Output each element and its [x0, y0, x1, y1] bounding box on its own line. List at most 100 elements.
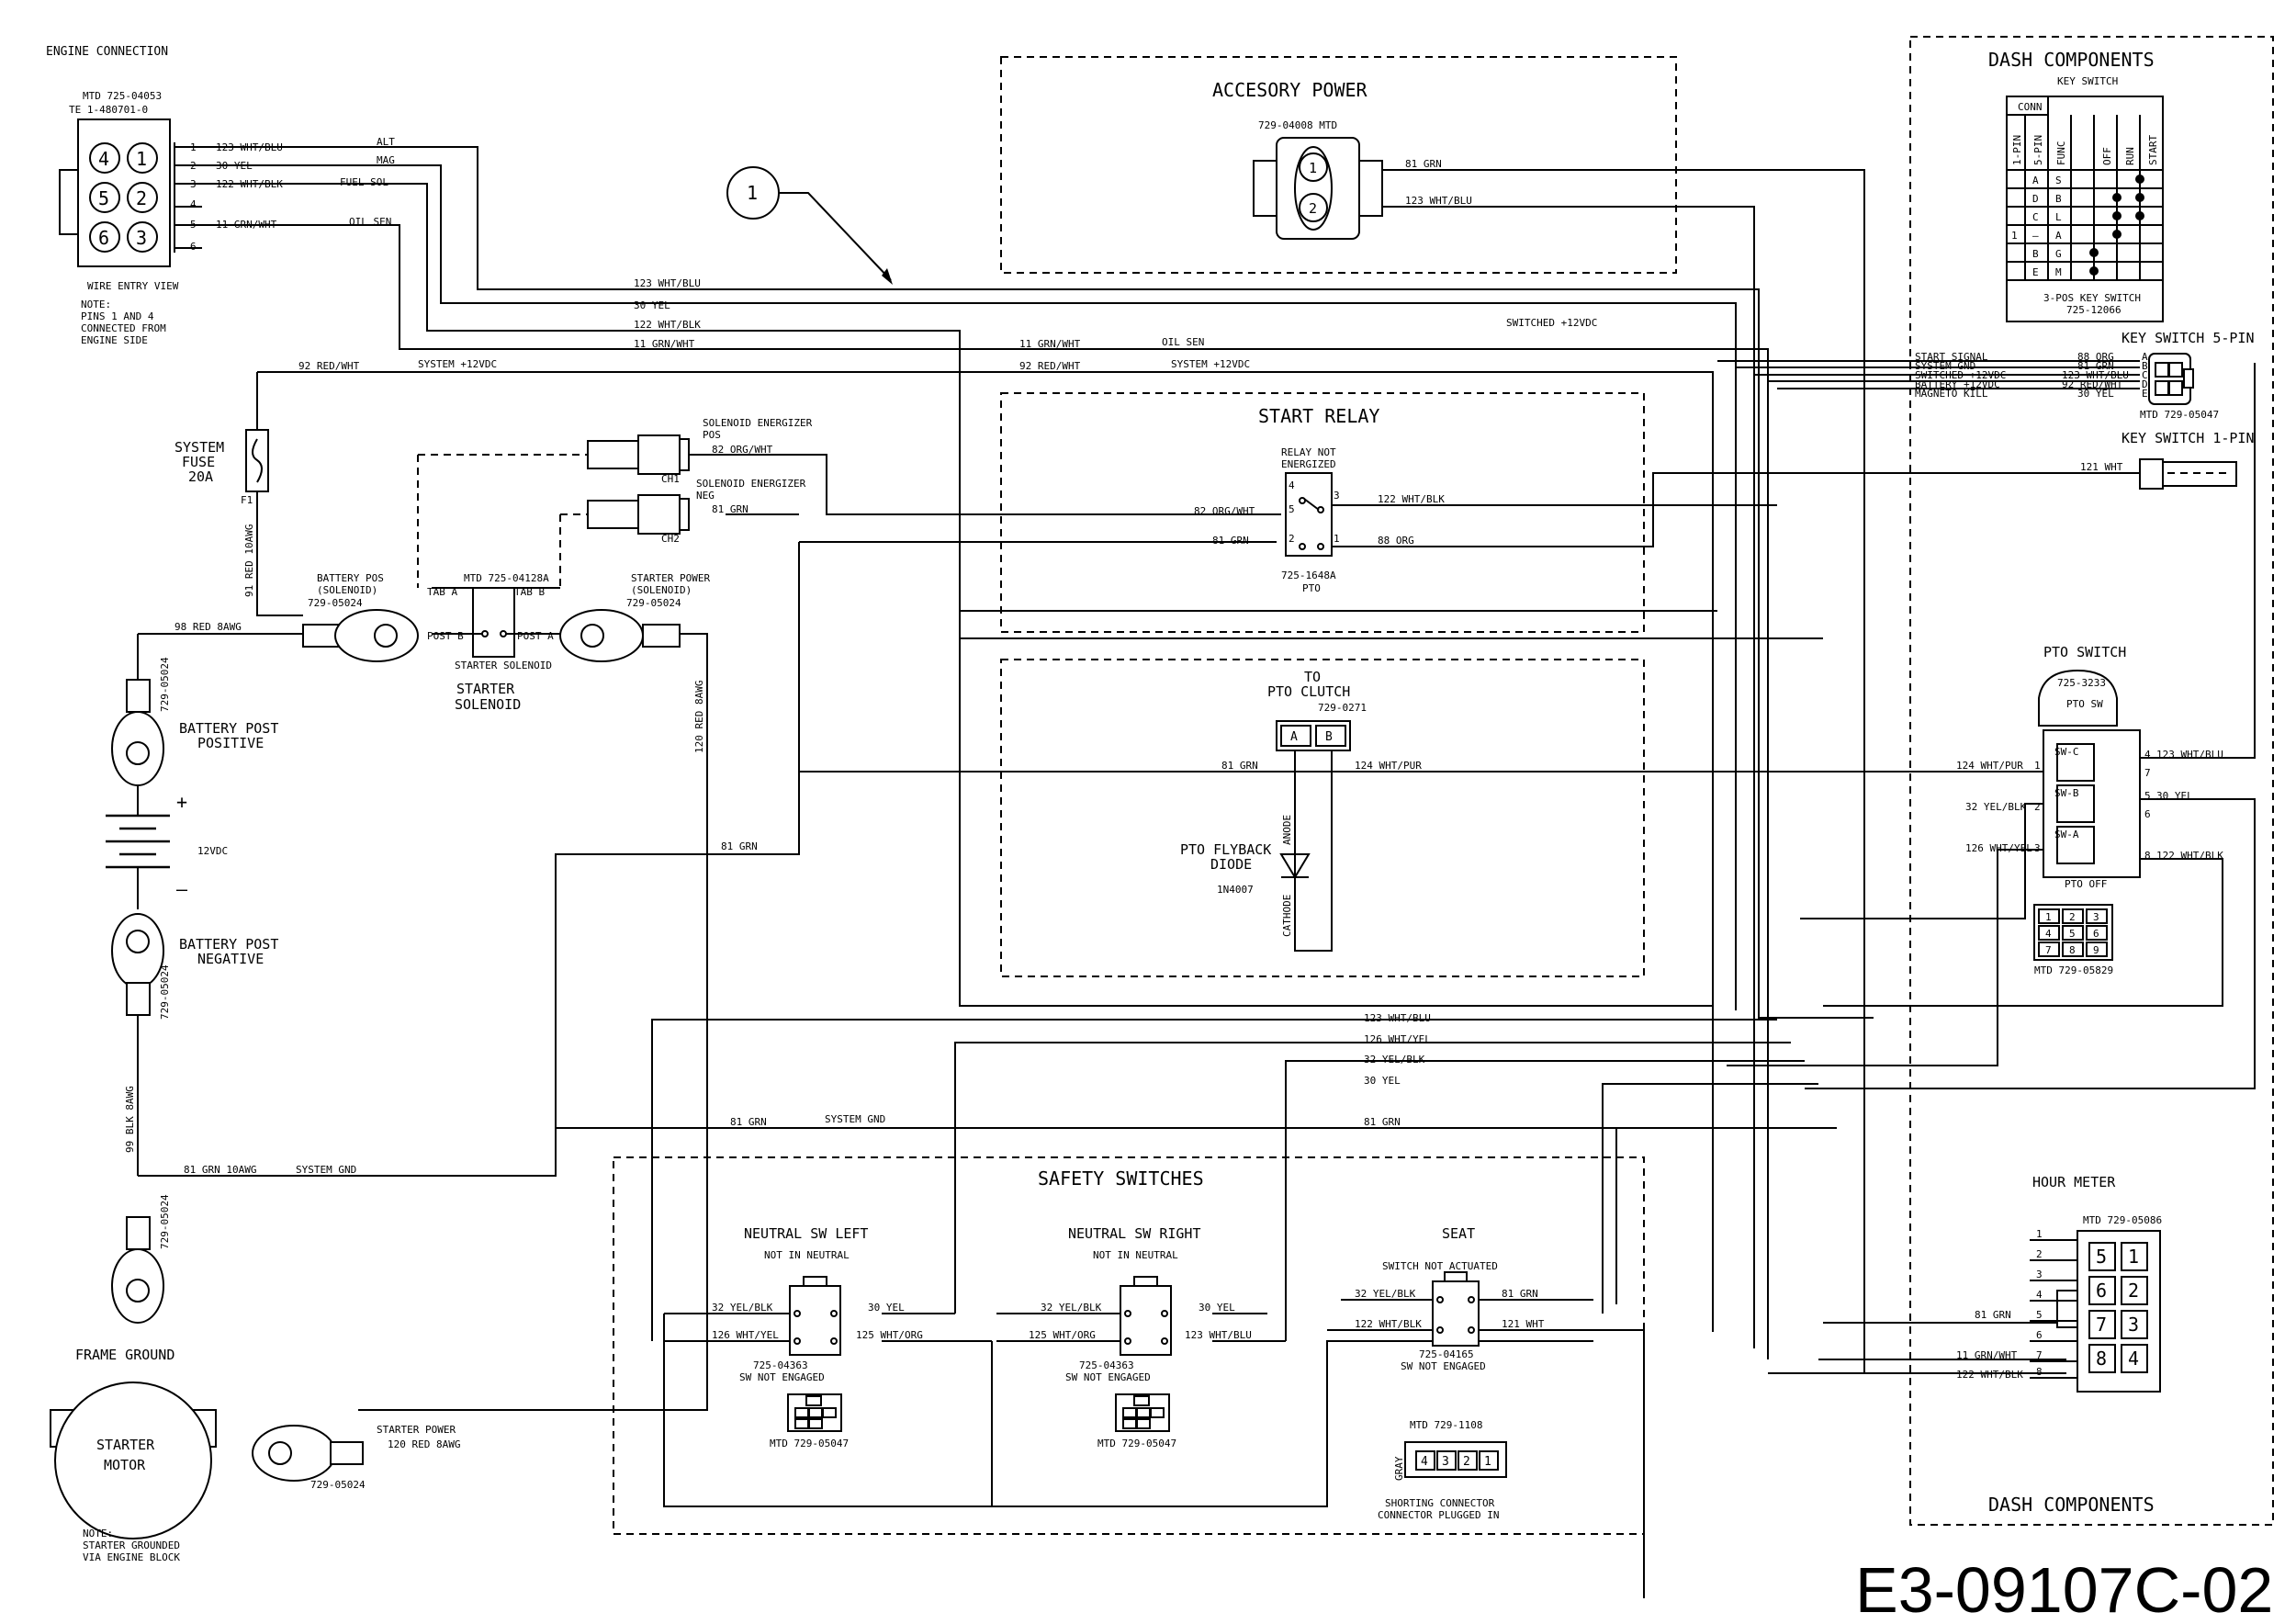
svg-text:3: 3	[190, 178, 197, 190]
wire-label: 92 RED/WHT	[298, 360, 360, 372]
switch-part: 725-04363	[753, 1359, 808, 1371]
wire-label: SYSTEM GND	[825, 1113, 885, 1125]
svg-text:1: 1	[1484, 1455, 1491, 1469]
neutral-left-sub: NOT IN NEUTRAL	[764, 1249, 850, 1261]
svg-text:MAGNETO KILL: MAGNETO KILL	[1915, 388, 1988, 400]
seat-state: SW NOT ENGAGED	[1401, 1360, 1486, 1372]
svg-text:1: 1	[2128, 1246, 2139, 1268]
relay-symbol	[1285, 472, 1333, 557]
svg-text:8: 8	[2096, 1348, 2107, 1370]
engine-note: NOTE:	[81, 299, 111, 310]
key-table-header: OFF	[2101, 147, 2113, 165]
wire-label: 91 RED 10AWG	[243, 524, 255, 597]
battery-post-label: BATTERY POST	[179, 720, 278, 737]
pto-clutch-box	[1000, 659, 1645, 977]
shorting-label: CONNECTOR PLUGGED IN	[1378, 1509, 1499, 1521]
wire-label: 124 WHT/PUR	[1956, 760, 2023, 772]
svg-text:9: 9	[2093, 944, 2099, 956]
wire-label: 98 RED 8AWG	[174, 621, 242, 633]
key-part: 725-12066	[2066, 304, 2122, 316]
starter-power-terminal	[559, 609, 681, 662]
anode-label: ANODE	[1281, 815, 1293, 845]
starter-motor-label: MOTOR	[104, 1457, 146, 1473]
wire-label: 81 GRN	[730, 1116, 767, 1128]
solenoid-part: MTD 725-04128A	[464, 572, 549, 584]
svg-text:81 GRN: 81 GRN	[2077, 360, 2114, 372]
battery-pos-label: (SOLENOID)	[317, 584, 377, 596]
pto-clutch-title: PTO CLUTCH	[1267, 683, 1350, 700]
svg-text:4: 4	[2036, 1289, 2043, 1301]
svg-text:1: 1	[2011, 230, 2018, 242]
pto-clutch-connector: A B	[1276, 720, 1351, 751]
svg-text:30 YEL: 30 YEL	[2077, 388, 2114, 400]
battery-post-label: BATTERY POST	[179, 936, 278, 953]
relay-pin: 1	[1334, 533, 1340, 545]
svg-text:1: 1	[2036, 1228, 2043, 1240]
battery-post-label: POSITIVE	[197, 735, 264, 751]
engine-pin: 4	[98, 148, 109, 170]
plug-part: MTD 729-05047	[770, 1438, 849, 1449]
svg-text:3: 3	[2036, 1269, 2043, 1280]
relay-state: ENERGIZED	[1281, 458, 1336, 470]
wire-label: 122 WHT/BLK	[1355, 1318, 1422, 1330]
ring-part: 729-05024	[159, 964, 171, 1020]
pin-label: 3	[2034, 842, 2041, 854]
ring-part: 729-05024	[159, 657, 171, 712]
wire-label: 123 WHT/BLU	[1185, 1329, 1252, 1341]
wire-label: 123 WHT/BLU	[634, 277, 701, 289]
svg-text:B: B	[2055, 193, 2062, 205]
wire-label: 30 YEL	[2156, 790, 2193, 802]
battery-voltage: 12VDC	[197, 845, 228, 857]
wire-label: 32 YEL/BLK	[1355, 1288, 1416, 1300]
svg-text:1: 1	[1309, 160, 1317, 176]
svg-text:—: —	[2032, 230, 2039, 242]
wire-label: 81 GRN	[1212, 535, 1249, 547]
svg-text:L: L	[2055, 211, 2062, 223]
wire-label: 82 ORG/WHT	[1194, 505, 1255, 517]
engine-view: WIRE ENTRY VIEW	[87, 280, 179, 292]
wire-label: 32 YEL/BLK	[1041, 1302, 1102, 1314]
pto-knob	[2038, 669, 2118, 727]
svg-text:MAG: MAG	[377, 154, 395, 166]
svg-text:M: M	[2055, 266, 2062, 278]
wire-label: 124 WHT/PUR	[1355, 760, 1422, 772]
svg-text:E: E	[2142, 388, 2148, 400]
wire-label: 99 BLK 8AWG	[124, 1086, 136, 1153]
key-part: 3-POS KEY SWITCH	[2043, 292, 2141, 304]
starter-terminal	[252, 1425, 364, 1482]
svg-text:SWITCHED +12VDC: SWITCHED +12VDC	[1915, 369, 2006, 381]
svg-text:ALT: ALT	[377, 136, 395, 148]
pin-label: 6	[2144, 808, 2151, 820]
diagram-id: E3-09107C-02	[1855, 1554, 2273, 1624]
accessory-part: 729-04008 MTD	[1258, 119, 1337, 131]
switch-part: 725-04363	[1079, 1359, 1134, 1371]
svg-text:11 GRN/WHT: 11 GRN/WHT	[216, 219, 277, 231]
svg-text:SYSTEM GND: SYSTEM GND	[1915, 360, 1975, 372]
pin-label: 1	[2034, 760, 2041, 772]
wire-label: 11 GRN/WHT	[1019, 338, 1081, 350]
svg-text:A: A	[2142, 351, 2148, 363]
switch-state: SW NOT ENGAGED	[1065, 1371, 1151, 1383]
svg-text:E: E	[2032, 266, 2039, 278]
svg-text:B: B	[2032, 248, 2039, 260]
svg-text:1: 1	[190, 141, 197, 153]
relay-pin: 3	[1334, 490, 1340, 502]
wire-network	[137, 146, 2256, 1598]
svg-text:8: 8	[2036, 1366, 2043, 1378]
starter-motor	[50, 1382, 217, 1539]
wire-label: 125 WHT/ORG	[856, 1329, 923, 1341]
post-a: POST A	[517, 630, 554, 642]
wire-label: 32 YEL/BLK	[712, 1302, 773, 1314]
battery-symbol	[106, 785, 170, 909]
svg-text:7: 7	[2045, 944, 2052, 956]
relay-state: RELAY NOT	[1281, 446, 1336, 458]
svg-text:6: 6	[2096, 1280, 2107, 1302]
engine-connector: 4 1 5 2 6 3	[59, 118, 171, 267]
relay-pin: 4	[1289, 479, 1295, 491]
safety-title: SAFETY SWITCHES	[1038, 1167, 1204, 1190]
wire-label: 120 RED 8AWG	[693, 681, 705, 753]
frame-ground-terminal	[111, 1216, 164, 1324]
ring-part: 729-05024	[159, 1194, 171, 1249]
wire-label: 81 GRN	[1221, 760, 1258, 772]
